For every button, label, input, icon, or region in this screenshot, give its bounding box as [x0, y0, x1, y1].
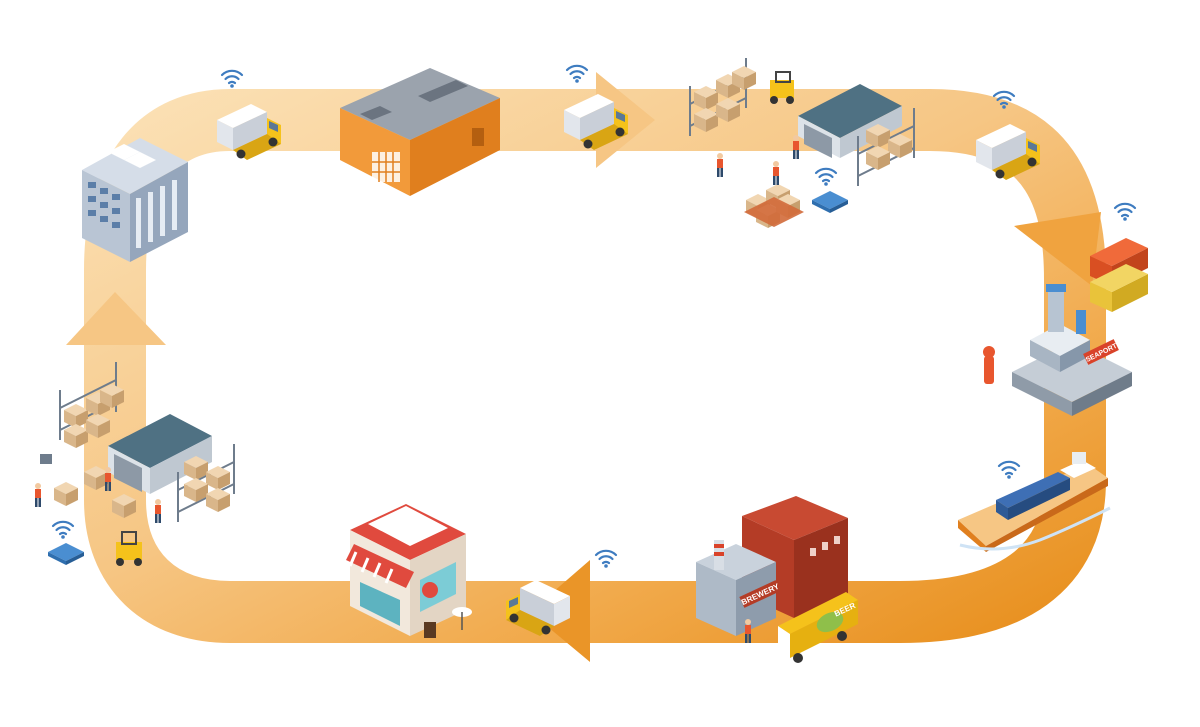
brewery-icon: BREWERY BEER: [696, 496, 858, 663]
cargo-ship-icon: [958, 452, 1111, 552]
flow-arrows: [66, 72, 1101, 662]
office-building-icon: [82, 138, 188, 262]
wifi-icon: [814, 167, 838, 187]
cycle-loop: [84, 89, 1106, 643]
warehouse-icon: [35, 361, 235, 566]
wifi-icon: [997, 460, 1021, 480]
cafe-shop-icon: [346, 504, 472, 638]
arrow-down-right: [1014, 212, 1101, 286]
wifi-icon: [220, 69, 244, 89]
factory-building-icon: [340, 68, 500, 196]
delivery-trucks: [217, 94, 1040, 636]
shipping-container-icon: [1090, 238, 1148, 312]
wifi-icon: [51, 520, 75, 540]
wifi-icon: [565, 64, 589, 84]
seaport-terminal-icon: SEAPORT: [983, 284, 1132, 416]
cycle-loop-band: [84, 89, 1106, 643]
warehouse-icon: [689, 57, 915, 228]
arrow-up-left: [66, 292, 166, 345]
wifi-icon: [1113, 202, 1137, 222]
wifi-icon: [594, 549, 618, 569]
